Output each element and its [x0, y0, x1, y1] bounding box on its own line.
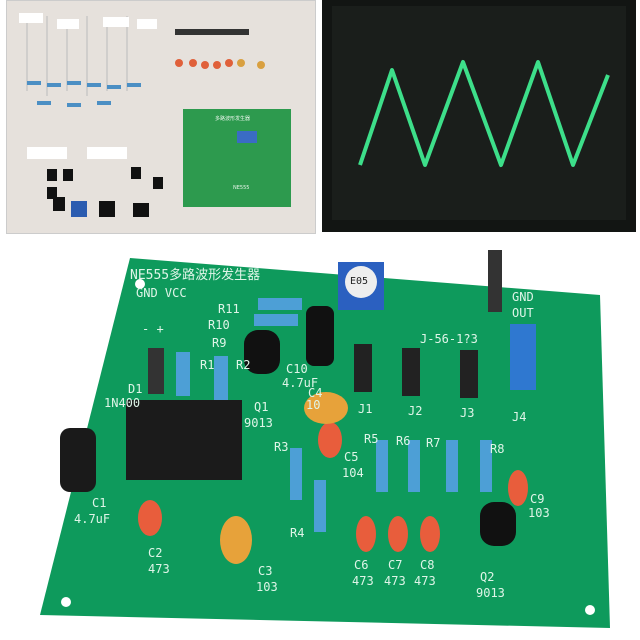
q1-label: Q1: [254, 400, 269, 414]
r10-label: R10: [208, 318, 230, 332]
r2-label: R2: [236, 358, 251, 372]
pcb-board-photo: NE555多路波形发生器 GND VCC - + E05 J-56-1?3 GN…: [0, 240, 640, 640]
r6-label: R6: [396, 434, 411, 448]
c6-label: C6: [354, 558, 369, 572]
board-title: NE555多路波形发生器: [130, 268, 261, 283]
kit-ic-label: NE555: [233, 185, 250, 191]
c4-value: 10: [306, 398, 321, 412]
power-labels: GND VCC: [136, 286, 187, 300]
c9-value: 103: [528, 506, 550, 520]
r4-label: R4: [290, 526, 305, 540]
c6-value: 473: [352, 574, 374, 588]
c3-label: C3: [258, 564, 273, 578]
gnd-label: GND: [512, 290, 534, 304]
c5-label: C5: [344, 450, 359, 464]
r7-label: R7: [426, 436, 441, 450]
q1-value: 9013: [244, 416, 273, 430]
j3-label: J3: [460, 406, 475, 420]
c4-label: C4: [308, 386, 323, 400]
jumper-code: J-56-1?3: [420, 332, 478, 346]
triangle-waveform: [358, 60, 610, 167]
oscilloscope-screen: [332, 6, 626, 220]
c10-label: C10: [286, 362, 308, 376]
c2-value: 473: [148, 562, 170, 576]
c7-label: C7: [388, 558, 403, 572]
r3-label: R3: [274, 440, 289, 454]
c8-value: 473: [414, 574, 436, 588]
q2-label: Q2: [480, 570, 495, 584]
r8-label: R8: [490, 442, 505, 456]
kit-parts-drawing: [19, 13, 291, 217]
c10-value: 4.7uF: [282, 376, 319, 390]
j2-label: J2: [408, 404, 423, 418]
pot-label: E05: [350, 276, 369, 287]
c1-label: C1: [92, 496, 107, 510]
r9-label: R9: [212, 336, 227, 350]
r1-label: R1: [200, 358, 215, 372]
d1-value: 1N400: [104, 396, 141, 410]
j1-label: J1: [358, 402, 373, 416]
r5-label: R5: [364, 432, 379, 446]
c9-label: C9: [530, 492, 545, 506]
c5-value: 104: [342, 466, 364, 480]
c3-value: 103: [256, 580, 278, 594]
c8-label: C8: [420, 558, 435, 572]
kit-parts-photo: 多路波形发生器 NE555: [6, 0, 316, 234]
pcb-drawing: [40, 250, 610, 628]
j4-label: J4: [512, 410, 527, 424]
c7-value: 473: [384, 574, 406, 588]
kit-pcb-title: 多路波形发生器: [215, 116, 251, 122]
power-polarity: - +: [142, 322, 164, 336]
q2-value: 9013: [476, 586, 505, 600]
c1-value: 4.7uF: [74, 512, 111, 526]
oscilloscope-photo: [322, 0, 636, 232]
c2-label: C2: [148, 546, 163, 560]
out-label: OUT: [512, 306, 534, 320]
r11-label: R11: [218, 302, 240, 316]
d1-label: D1: [128, 382, 143, 396]
